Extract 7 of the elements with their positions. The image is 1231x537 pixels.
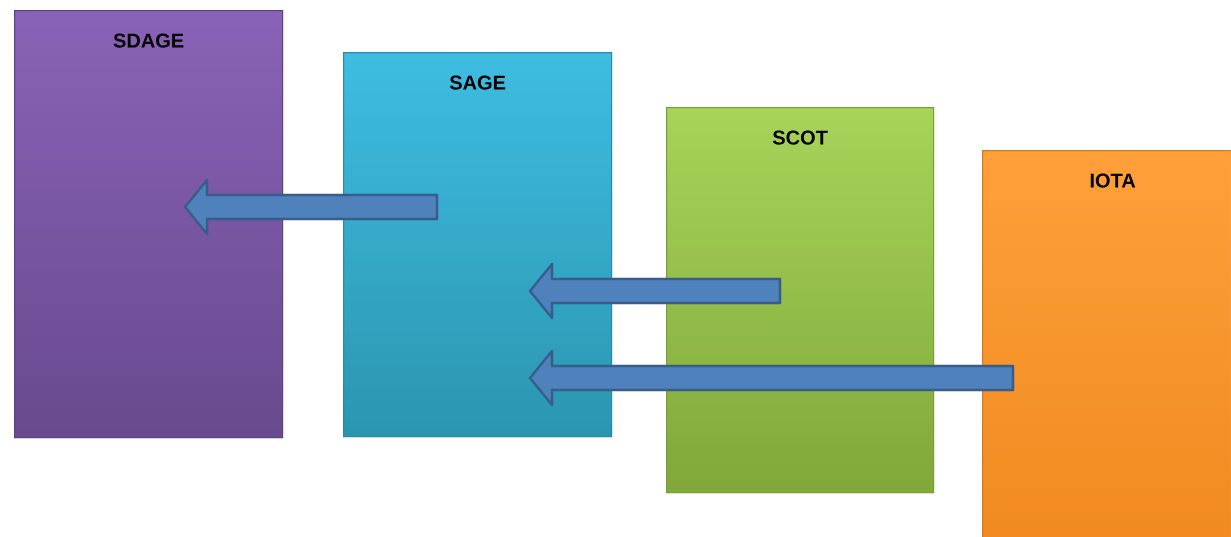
block-arrow [528,349,1015,407]
block: IOTA [982,150,1231,537]
block-arrow [528,262,782,320]
block: SDAGE [14,10,284,439]
block: SAGE [343,52,613,438]
block-arrow [183,178,439,236]
block: SCOT [666,107,935,494]
